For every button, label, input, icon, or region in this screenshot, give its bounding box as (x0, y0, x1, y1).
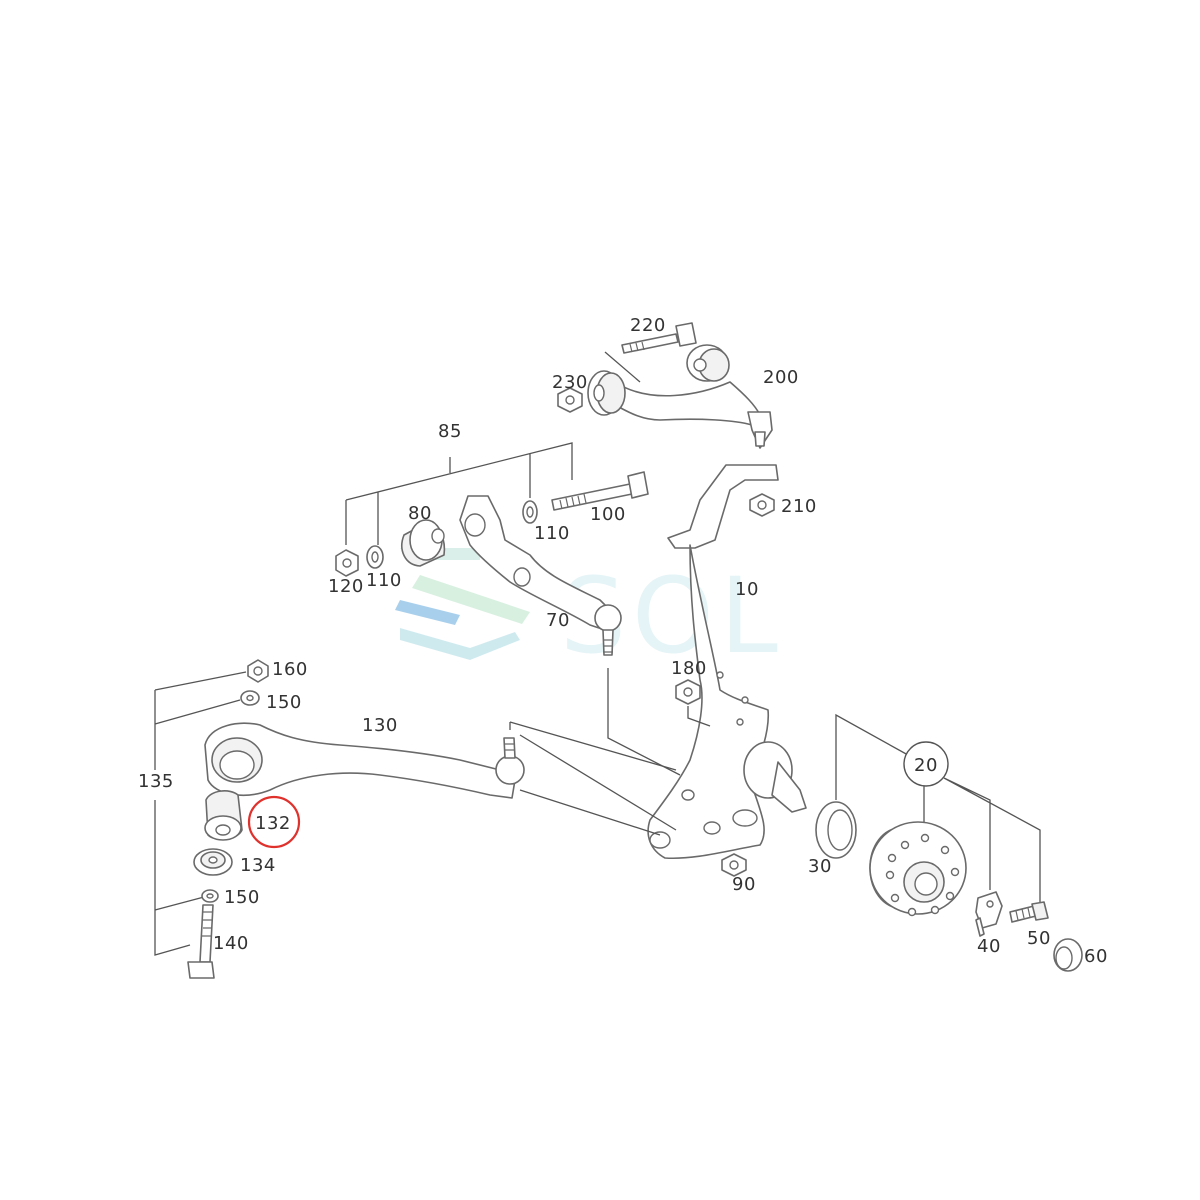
label-160: 160 (272, 659, 308, 680)
label-110-upper: 110 (534, 523, 570, 544)
washer-150-upper (240, 690, 260, 706)
label-180: 180 (671, 658, 707, 679)
label-230: 230 (552, 372, 588, 393)
washer-110-lower (366, 545, 384, 569)
bushing-132 (204, 790, 243, 841)
bracket-40 (975, 891, 1003, 937)
label-20: 20 (914, 755, 938, 776)
lower-arm-130 (204, 722, 525, 799)
label-50: 50 (1027, 928, 1051, 949)
bushing-134 (193, 848, 233, 876)
knuckle-10 (647, 464, 807, 860)
nut-90 (721, 853, 747, 877)
label-200: 200 (763, 367, 799, 388)
strut-arm-70 (459, 495, 622, 656)
nut-230 (557, 387, 583, 413)
nut-120 (335, 549, 359, 577)
bolt-50 (1009, 901, 1049, 923)
label-10: 10 (735, 579, 759, 600)
label-210: 210 (781, 496, 817, 517)
callout-circle-20 (903, 741, 949, 787)
bolt-140 (187, 904, 215, 979)
label-70: 70 (546, 610, 570, 631)
bolt-220 (621, 322, 697, 354)
label-110-lower: 110 (366, 570, 402, 591)
label-90: 90 (732, 874, 756, 895)
label-140: 140 (213, 933, 249, 954)
bushing-80 (401, 519, 446, 567)
upper-arm-200 (587, 344, 773, 449)
nut-210 (749, 493, 775, 517)
label-132: 132 (255, 813, 291, 834)
callout-circle-132 (247, 795, 301, 849)
label-30: 30 (808, 856, 832, 877)
label-60: 60 (1084, 946, 1108, 967)
nut-160 (247, 659, 269, 683)
cap-60 (1053, 938, 1083, 972)
washer-110-upper (522, 500, 538, 524)
label-130: 130 (362, 715, 398, 736)
label-220: 220 (630, 315, 666, 336)
label-120: 120 (328, 576, 364, 597)
label-85: 85 (438, 421, 462, 442)
label-135: 135 (138, 771, 174, 792)
label-100: 100 (590, 504, 626, 525)
seal-ring-30 (815, 801, 857, 859)
label-150-upper: 150 (266, 692, 302, 713)
washer-150-lower (201, 889, 219, 903)
label-40: 40 (977, 936, 1001, 957)
bolt-100 (551, 471, 649, 511)
label-150-lower: 150 (224, 887, 260, 908)
label-134: 134 (240, 855, 276, 876)
nut-180 (675, 679, 701, 705)
label-80: 80 (408, 503, 432, 524)
wheel-hub-20 (869, 821, 967, 917)
